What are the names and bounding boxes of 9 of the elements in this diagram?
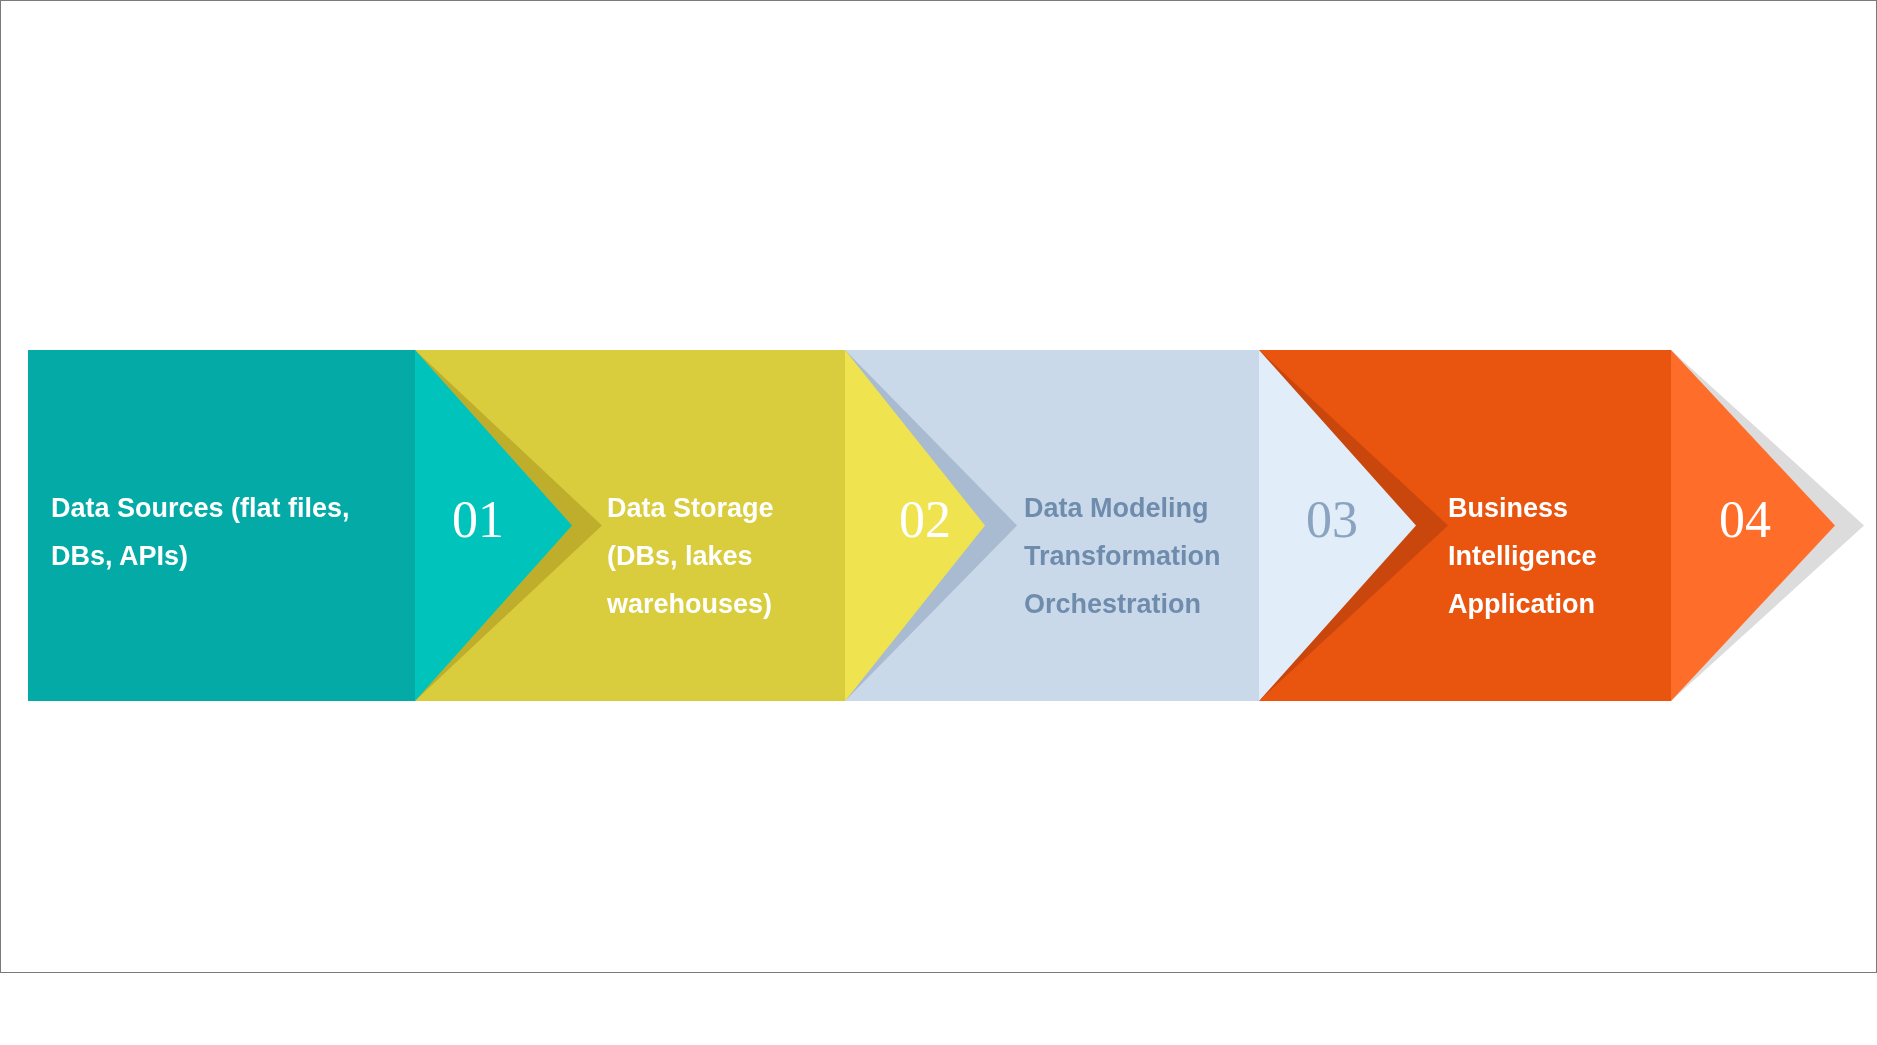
step-title: Data Modeling Transformation Orchestration xyxy=(1024,492,1222,621)
step-number: 02 xyxy=(898,490,952,550)
step-title: Data Storage (DBs, lakes warehouses) xyxy=(607,492,775,621)
step-number: 04 xyxy=(1718,490,1772,550)
step-band xyxy=(28,350,415,701)
step-title: Data Sources (flat files, DBs, APIs) xyxy=(51,492,351,573)
step-number: 03 xyxy=(1305,490,1359,550)
step-number: 01 xyxy=(451,490,505,550)
step-title: Business Intelligence Application xyxy=(1448,492,1598,621)
